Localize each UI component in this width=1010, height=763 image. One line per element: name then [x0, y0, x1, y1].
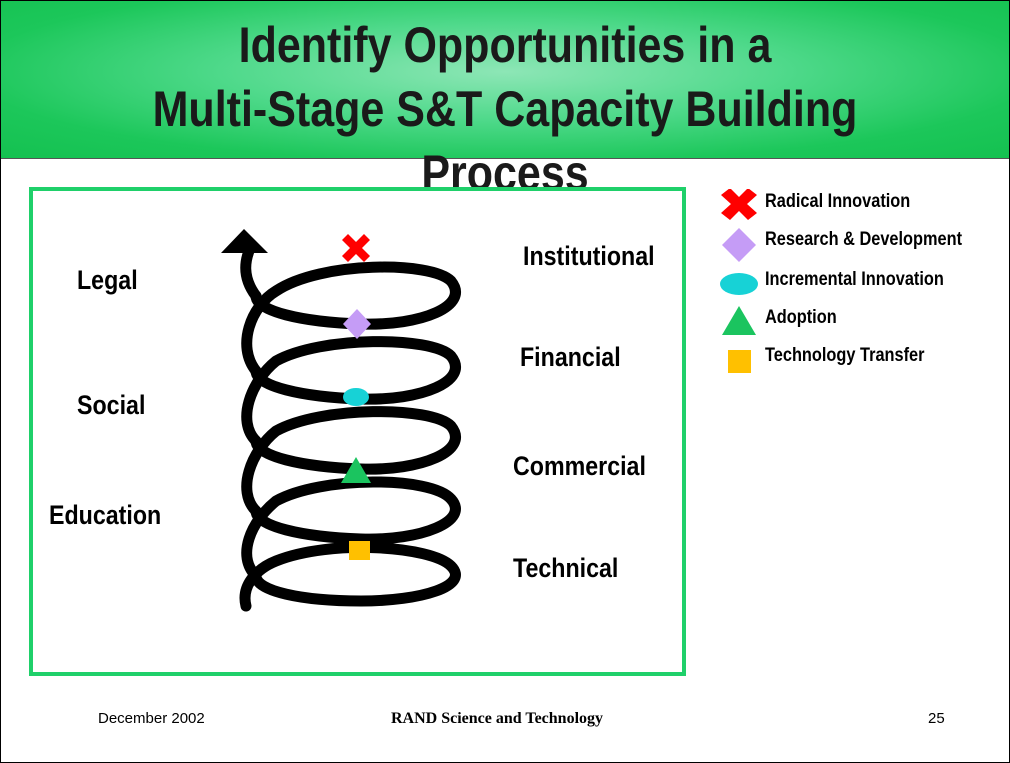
diagram-frame [29, 187, 686, 676]
cyan-ellipse-icon [720, 273, 758, 295]
red-x-icon [721, 189, 757, 220]
slide-title: Identify Opportunities in a Multi-Stage … [72, 13, 939, 205]
footer-date: December 2002 [98, 710, 205, 727]
green-triangle-icon [722, 306, 756, 335]
label-technical: Technical [513, 553, 619, 583]
title-line-2: Multi-Stage S&T Capacity Building Proces… [152, 81, 858, 201]
adoption-marker-icon [341, 457, 371, 483]
page-number: 25 [928, 710, 945, 727]
label-institutional: Institutional [523, 241, 655, 271]
legend-label: Technology Transfer [765, 345, 925, 366]
spiral-arrowhead-icon [221, 229, 268, 253]
purple-diamond-icon [722, 228, 756, 262]
label-financial: Financial [520, 342, 621, 372]
footer-org: RAND Science and Technology [391, 710, 604, 727]
legend-label: Research & Development [765, 229, 963, 250]
research-development-marker-icon [343, 309, 371, 339]
spiral-coil-institutional [241, 261, 461, 377]
radical-innovation-marker-icon [342, 234, 370, 262]
legend-label: Radical Innovation [765, 191, 911, 212]
yellow-square-icon [728, 350, 751, 373]
legend-label: Adoption [765, 307, 837, 328]
spiral-coil-financial [241, 336, 461, 447]
spiral-coil-commercial [241, 476, 461, 582]
spiral-top [240, 245, 262, 302]
technology-transfer-marker-icon [349, 541, 370, 560]
label-legal: Legal [77, 265, 138, 295]
title-line-1: Identify Opportunities in a [238, 17, 772, 73]
label-education: Education [49, 500, 162, 530]
title-band: Identify Opportunities in a Multi-Stage … [1, 1, 1009, 201]
spiral-coil-financial-low [241, 406, 461, 517]
incremental-innovation-marker-icon [343, 388, 369, 406]
label-commercial: Commercial [513, 451, 646, 481]
spiral-coil-technical [239, 541, 461, 612]
legend-label: Incremental Innovation [765, 269, 944, 290]
label-social: Social [77, 390, 146, 420]
